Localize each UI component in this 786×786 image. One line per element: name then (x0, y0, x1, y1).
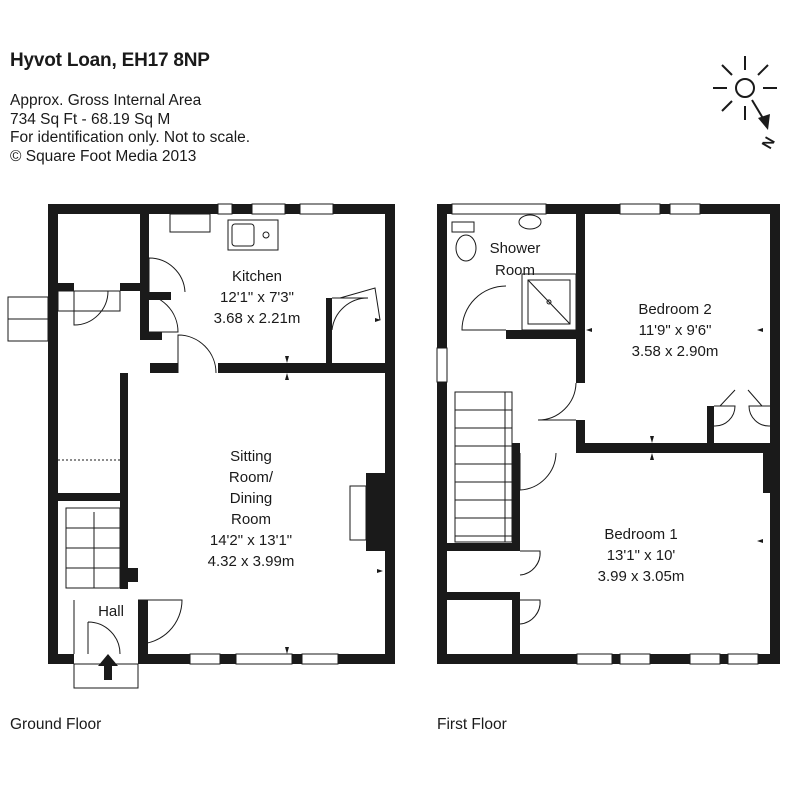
bedroom1-imperial: 13'1" x 10' (607, 547, 676, 564)
kitchen-metric: 3.68 x 2.21m (214, 310, 301, 327)
north-label: N (759, 134, 779, 152)
sitting-room-name: Sitting (230, 448, 272, 465)
sitting-room-name: Room/ (229, 469, 274, 486)
bedroom1-metric: 3.99 x 3.05m (598, 568, 685, 585)
area-info-line: © Square Foot Media 2013 (10, 147, 197, 165)
bedroom2-name: Bedroom 2 (638, 301, 711, 318)
area-info-line: Approx. Gross Internal Area (10, 92, 202, 109)
area-info-line: 734 Sq Ft - 68.19 Sq M (10, 110, 171, 128)
property-title: Hyvot Loan, EH17 8NP (10, 50, 210, 71)
bedroom2-metric: 3.58 x 2.90m (632, 343, 719, 360)
sitting-room-name: Dining (230, 490, 273, 507)
sitting-room-name: Room (231, 511, 271, 528)
first-floor-label: First Floor (437, 716, 507, 733)
shower-room-name: Shower (490, 240, 541, 257)
area-info-line: For identification only. Not to scale. (10, 129, 251, 146)
first-floor-plan (436, 203, 780, 665)
area-info: Approx. Gross Internal Area 734 Sq Ft - … (10, 92, 250, 166)
ground-floor-plan (7, 203, 395, 689)
shower-room-name: Room (495, 262, 535, 279)
entrance-arrow-icon (98, 654, 118, 680)
ground-floor-label: Ground Floor (10, 716, 102, 733)
sun-icon (713, 56, 777, 120)
kitchen-name: Kitchen (232, 268, 282, 285)
bedroom1-name: Bedroom 1 (604, 526, 677, 543)
kitchen-imperial: 12'1" x 7'3" (220, 289, 294, 306)
hall-name: Hall (98, 603, 124, 620)
sitting-room-metric: 4.32 x 3.99m (208, 553, 295, 570)
sitting-room-imperial: 14'2" x 13'1" (210, 532, 292, 549)
bedroom2-imperial: 11'9" x 9'6" (639, 322, 712, 339)
north-arrow-icon (751, 99, 770, 130)
